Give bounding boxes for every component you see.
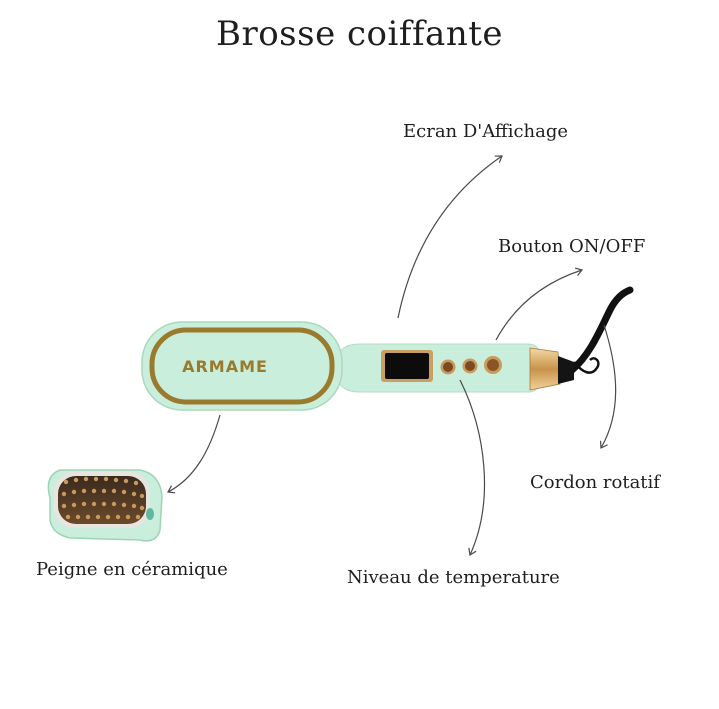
label-temperature: Niveau de temperature	[347, 567, 560, 588]
temperature-buttons	[440, 358, 478, 375]
arrow-cord	[599, 324, 617, 449]
arrow-temperature	[459, 379, 486, 556]
arrow-comb	[167, 414, 221, 494]
display-screen	[381, 350, 433, 382]
brand-logo-text: ARMAME	[182, 357, 268, 376]
gold-collar	[529, 347, 574, 391]
rotating-cord	[568, 286, 634, 374]
diagram-title: Brosse coiffante	[215, 14, 504, 54]
label-screen: Ecran D'Affichage	[403, 121, 569, 142]
arrow-screen	[397, 155, 503, 319]
label-comb: Peigne en céramique	[36, 559, 228, 580]
brush-head	[141, 321, 343, 411]
arrow-power	[495, 267, 584, 341]
ceramic-comb	[47, 469, 163, 542]
label-cord: Cordon rotatif	[530, 472, 660, 493]
label-power: Bouton ON/OFF	[498, 236, 646, 257]
power-button	[484, 356, 502, 374]
